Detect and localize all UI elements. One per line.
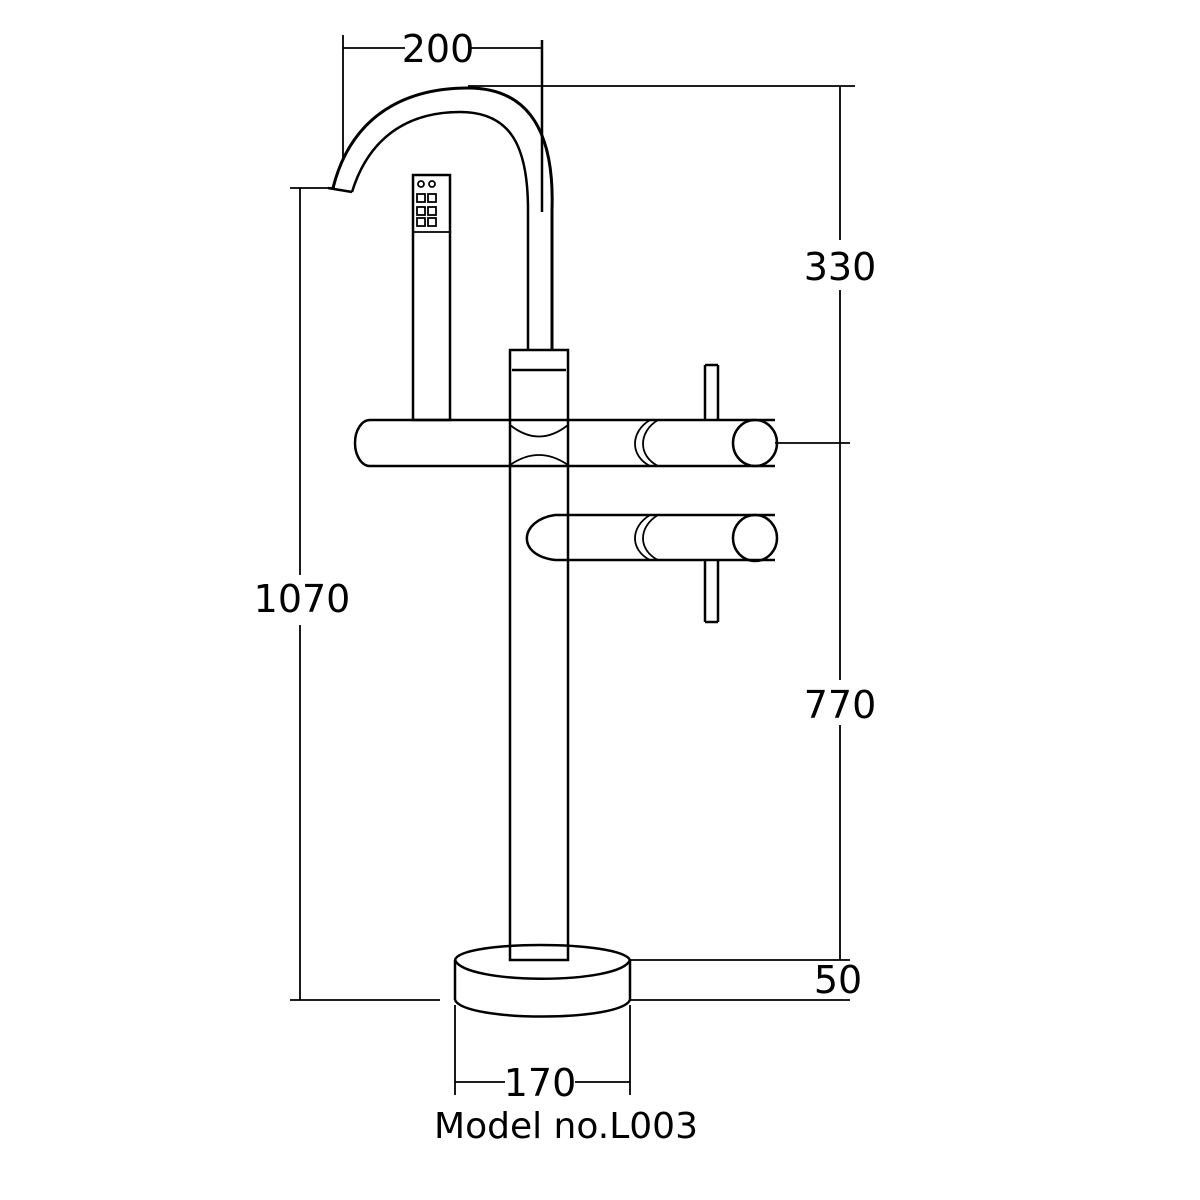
round-base	[453, 943, 632, 1018]
dimension-label-1070: 1070	[254, 577, 351, 621]
dimension-170: 170	[454, 1005, 631, 1105]
dimension-label-200: 200	[402, 27, 475, 71]
main-column	[508, 348, 570, 962]
dimension-right: 330 770 50	[468, 85, 877, 1002]
lower-handle-bar	[525, 513, 779, 624]
dimension-1070: 1070	[254, 187, 440, 1001]
upper-handle-bar	[353, 363, 779, 468]
dimension-label-330: 330	[804, 245, 877, 289]
shower-head-grid	[416, 180, 437, 227]
model-caption: Model no.L003	[434, 1106, 698, 1147]
dimension-label-770: 770	[804, 683, 877, 727]
dimension-label-170: 170	[504, 1061, 577, 1105]
hand-shower	[411, 173, 452, 422]
dimension-200: 200	[342, 27, 542, 160]
dimension-label-50: 50	[814, 958, 862, 1002]
